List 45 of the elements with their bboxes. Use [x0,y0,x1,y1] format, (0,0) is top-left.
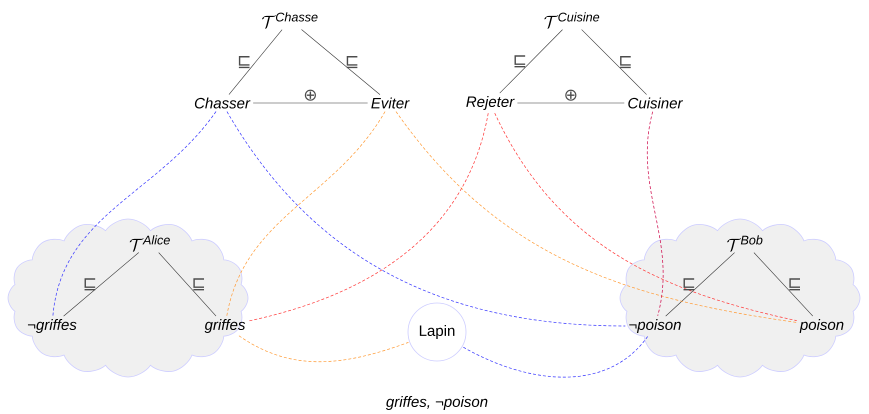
connector-line [63,252,140,316]
dashed-curve [238,335,409,362]
term-label: ¬poison [629,319,681,333]
tree-root-label: $\mathcal{T}^{\mathit{Cuisine}}$ [544,12,600,29]
edge-label: ⊕ [565,90,576,101]
connector-line [517,102,625,104]
edge-label: ⊑ [514,55,526,68]
tree-root-label: $\mathcal{T}^{\mathit{Chasse}}$ [262,12,318,29]
dashed-curve [226,111,626,326]
connector-line [158,252,216,316]
term-label: Cuisiner [628,97,683,108]
edge-label: ⊑ [238,56,250,68]
term-label: Rejeter [466,96,515,110]
connector-line [301,29,380,95]
edge-label: ⊑ [789,278,800,290]
term-label: Eviter [371,97,410,108]
cloud-shape [620,218,860,378]
dashed-curve [462,336,648,378]
tree-root-label: $\mathcal{T}^{\mathit{Bob}}$ [727,235,762,252]
term-label: Chasser [194,97,250,108]
term-label: griffes [204,319,246,333]
edge-label: ⊑ [346,56,358,68]
connector-line [754,252,814,316]
connector-line [228,29,282,95]
term-label: poison [800,319,844,333]
edge-label: ⊑ [620,56,631,68]
edge-label: ⊑ [193,278,204,290]
connector-line [499,29,563,94]
edge-label: ⊕ [304,90,316,101]
term-label: ¬griffes [28,319,76,333]
footnote-label: griffes, ¬poison [386,396,488,410]
dashed-curve [494,112,798,321]
dashed-curve [396,111,798,323]
circle-node: Lapin [408,302,466,362]
dashed-curve [226,111,386,316]
tree-root-label: $\mathcal{T}^{\mathit{Alice}}$ [130,235,170,252]
connector-line [665,252,735,316]
edge-label: ⊑ [684,278,694,290]
dashed-curve [52,111,216,316]
edge-label: ⊑ [84,278,96,290]
cloud-shape [8,218,248,378]
dashed-curve [646,111,664,316]
connector-line [252,102,368,104]
dashed-curve [248,112,489,322]
connector-line [581,29,647,95]
